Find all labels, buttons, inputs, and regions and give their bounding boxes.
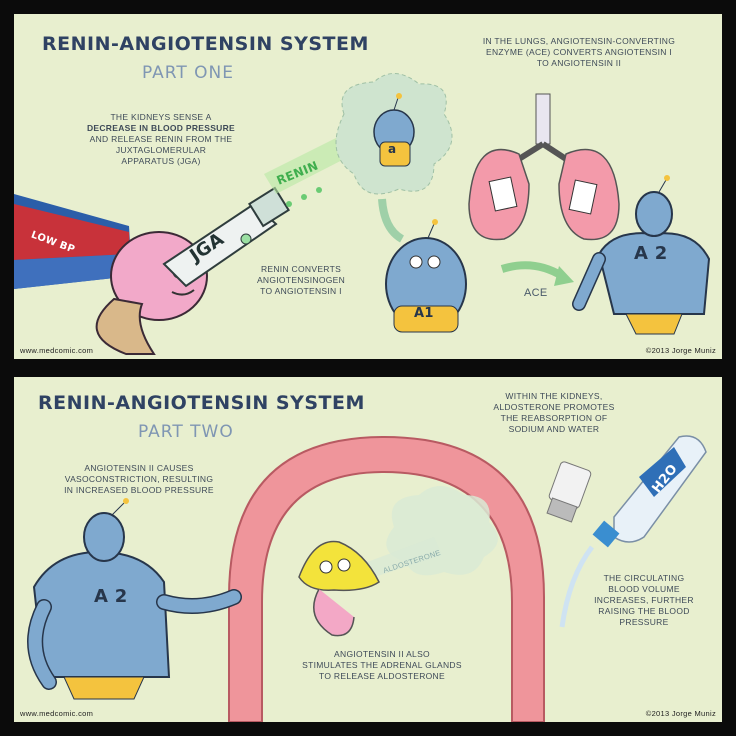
website-credit: www.medcomic.com — [20, 346, 94, 355]
panel-two-illustration — [27, 435, 707, 722]
a2-label: A 2 — [634, 243, 668, 264]
ace-arrow — [500, 261, 565, 280]
panel-one-illustration — [14, 73, 711, 355]
comic-panel-part-one: RENIN-ANGIOTENSIN SYSTEM PART ONE THE KI… — [14, 14, 722, 359]
jga-gun — [162, 186, 290, 288]
lungs — [468, 93, 620, 241]
ace-label: ACE — [524, 287, 548, 299]
blood-volume-caption: THE CIRCULATING BLOOD VOLUME INCREASES, … — [594, 573, 694, 628]
panel-two-title: RENIN-ANGIOTENSIN SYSTEM — [38, 392, 365, 414]
panel-one-subtitle: PART ONE — [142, 63, 234, 83]
water-bottle — [559, 435, 707, 628]
panel-one-title: RENIN-ANGIOTENSIN SYSTEM — [42, 33, 369, 55]
adrenal-gland-character — [298, 540, 380, 637]
salt-shaker — [546, 461, 592, 523]
low-bp-stream — [14, 194, 132, 289]
angiotensinogen-label: a — [388, 142, 397, 156]
copyright: ©2013 Jorge Muniz — [645, 346, 716, 355]
a2-label: A 2 — [94, 586, 128, 607]
arrow-down — [378, 198, 405, 243]
vasoconstriction-caption: ANGIOTENSIN II CAUSES VASOCONSTRICTION, … — [64, 463, 214, 496]
kidney-caption: THE KIDNEYS SENSE A DECREASE IN BLOOD PR… — [86, 112, 236, 167]
comic-panel-part-two: RENIN-ANGIOTENSIN SYSTEM PART TWO ANGIOT… — [14, 377, 722, 722]
a1-label: A1 — [414, 306, 434, 321]
angiotensinogen-cloud — [335, 73, 453, 195]
adrenal-caption: ANGIOTENSIN II ALSO STIMULATES THE ADREN… — [302, 649, 462, 682]
website-credit: www.medcomic.com — [20, 709, 94, 718]
renin-beam — [264, 134, 354, 207]
angiotensin-two-character — [572, 175, 711, 335]
aldosterone-cloud — [354, 486, 498, 582]
renin-caption: RENIN CONVERTS ANGIOTENSINOGEN TO ANGIOT… — [256, 264, 346, 297]
angiotensin-one-character — [385, 219, 467, 333]
blood-vessel — [228, 435, 545, 722]
copyright: ©2013 Jorge Muniz — [645, 709, 716, 718]
panel-two-subtitle: PART TWO — [138, 422, 234, 442]
angiotensin-two-character — [27, 498, 242, 700]
kidney-reabsorption-caption: WITHIN THE KIDNEYS, ALDOSTERONE PROMOTES… — [493, 391, 615, 435]
lungs-caption: IN THE LUNGS, ANGIOTENSIN-CONVERTING ENZ… — [482, 36, 676, 69]
